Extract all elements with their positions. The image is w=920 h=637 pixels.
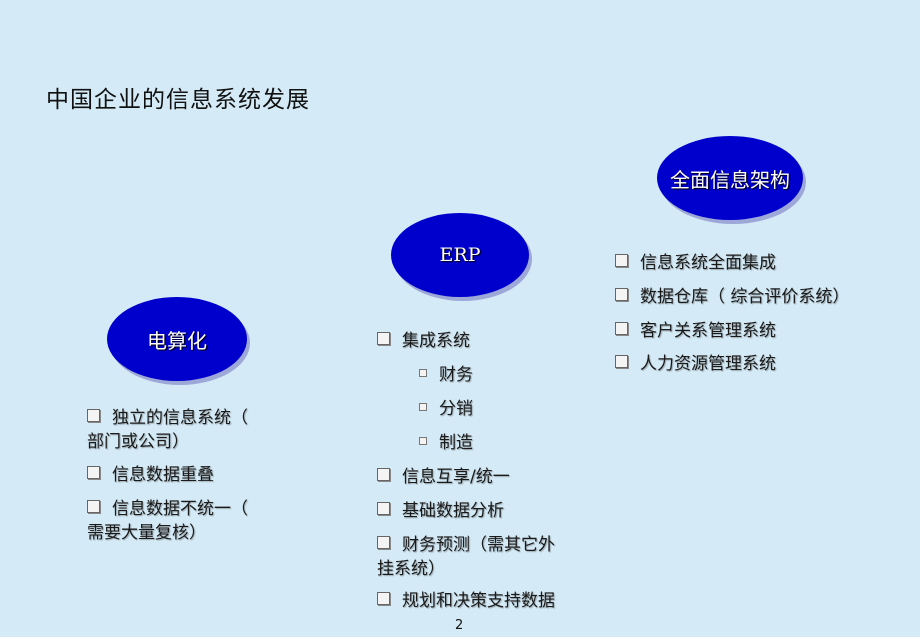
bullet-item: 数据仓库（ 综合评价系统）: [615, 285, 849, 309]
stage-ellipse-computerization: 电算化: [107, 297, 247, 381]
small-bullet-icon: [419, 437, 427, 445]
bullet-item: 人力资源管理系统: [615, 352, 776, 376]
checkbox-bullet-icon: [377, 332, 390, 345]
checkbox-bullet-icon: [615, 288, 628, 301]
bullet-item: 独立的信息系统（ 部门或公司）: [87, 408, 248, 452]
checkbox-bullet-icon: [615, 355, 628, 368]
checkbox-bullet-icon: [377, 536, 390, 549]
checkbox-bullet-icon: [615, 322, 628, 335]
stage-label: 电算化: [147, 328, 207, 353]
bullet-item: 信息互享/统一: [377, 465, 510, 489]
bullet-item: 客户关系管理系统: [615, 319, 776, 343]
checkbox-bullet-icon: [615, 254, 628, 267]
small-bullet-icon: [419, 403, 427, 411]
stage-ellipse-full-architecture: 全面信息架构: [657, 136, 803, 220]
stage-label: ERP: [439, 244, 481, 266]
bullet-item: 基础数据分析: [377, 499, 504, 523]
checkbox-bullet-icon: [377, 592, 390, 605]
bullet-item: 集成系统: [377, 329, 470, 353]
sub-bullet-item: 分销: [419, 397, 473, 421]
checkbox-bullet-icon: [87, 409, 100, 422]
sub-bullet-item: 制造: [419, 431, 473, 455]
bullet-item: 信息系统全面集成: [615, 251, 776, 275]
stage-label: 全面信息架构: [670, 167, 790, 192]
checkbox-bullet-icon: [377, 468, 390, 481]
checkbox-bullet-icon: [87, 500, 100, 513]
bullet-item: 信息数据不统一（ 需要大量复核）: [87, 499, 248, 543]
checkbox-bullet-icon: [87, 466, 100, 479]
page-number: 2: [455, 618, 464, 633]
small-bullet-icon: [419, 369, 427, 377]
sub-bullet-item: 财务: [419, 363, 473, 387]
bullet-item: 财务预测（需其它外 挂系统）: [377, 535, 555, 579]
bullet-item: 规划和决策支持数据: [377, 589, 555, 613]
checkbox-bullet-icon: [377, 502, 390, 515]
stage-ellipse-erp: ERP: [391, 213, 529, 297]
bullet-item: 信息数据重叠: [87, 463, 214, 487]
slide-title: 中国企业的信息系统发展: [46, 87, 310, 113]
